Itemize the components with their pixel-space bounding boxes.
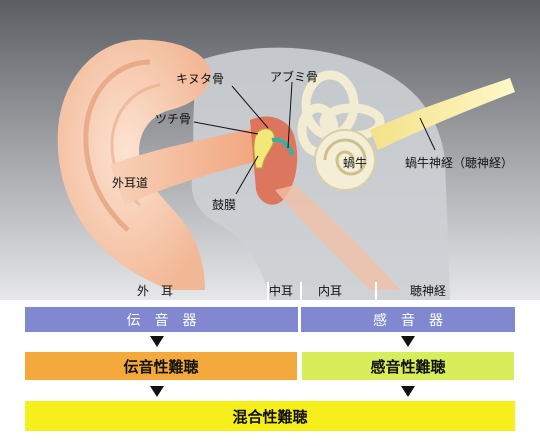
- label-kinuta-bone: キヌタ骨: [176, 72, 225, 86]
- conductive-organ-bar: 伝音器: [25, 307, 298, 332]
- label-abumi-bone: アブミ骨: [270, 70, 319, 84]
- sensory-organ-bar: 感音器: [301, 307, 515, 332]
- auditory-nerve: [370, 78, 515, 150]
- arrow-down-mixed-right: [401, 386, 415, 397]
- arrow-down-mixed-left: [150, 386, 164, 397]
- sensorineural-hearing-loss-bar: 感音性難聴: [302, 352, 514, 380]
- ear-canal: [110, 128, 262, 205]
- label-tsuchi-bone: ツチ骨: [155, 112, 192, 126]
- region-auditory-nerve: 聴神経: [410, 284, 447, 298]
- region-inner-ear: 内耳: [318, 284, 343, 298]
- label-cochlear-nerve: 蝸牛神経（聴神経）: [405, 156, 514, 170]
- label-eardrum: 鼓膜: [212, 198, 237, 212]
- arrow-down-conductive: [150, 336, 164, 347]
- conductive-hearing-loss-bar: 伝音性難聴: [25, 352, 297, 380]
- label-ear-canal: 外耳道: [112, 176, 149, 190]
- mixed-hearing-loss-bar: 混合性難聴: [25, 401, 515, 431]
- cochlea: [314, 129, 376, 191]
- label-cochlea: 蝸牛: [343, 156, 368, 170]
- arrow-down-sensorineural: [401, 336, 415, 347]
- region-outer-ear: 外 耳: [137, 284, 174, 298]
- ossicles: [253, 128, 275, 169]
- region-middle-ear: 中耳: [269, 284, 294, 298]
- eustachian-tube: [275, 185, 400, 290]
